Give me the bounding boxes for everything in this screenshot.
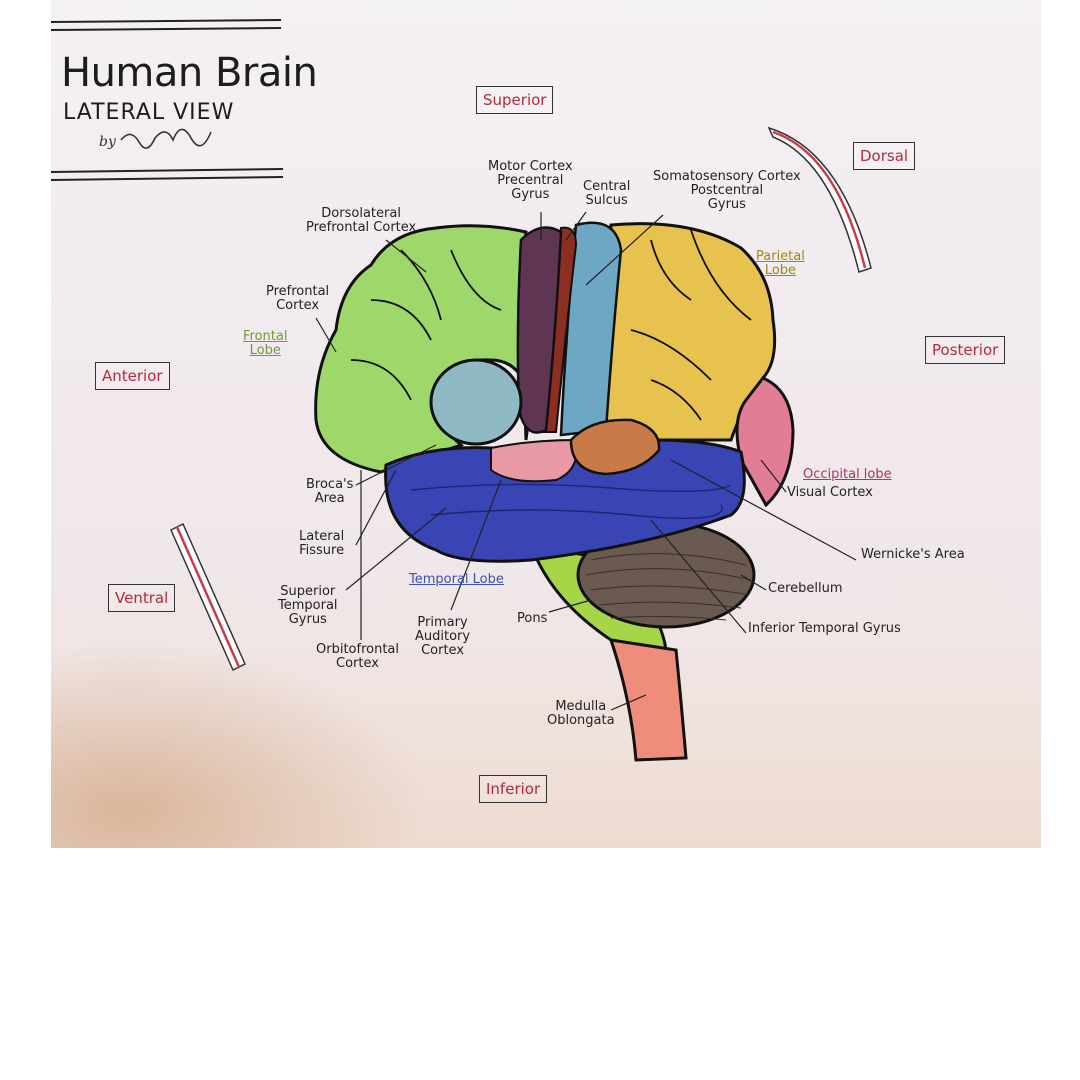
brocas-area [429,358,523,446]
medulla-oblongata [608,638,688,762]
lobe-label-parietal: Parietal Lobe [756,249,805,278]
motor-cortex [516,226,563,434]
label-brocas-area: Broca's Area [306,477,354,506]
dorsal-band [767,126,872,273]
signature-scribble [120,128,212,149]
label-orbitofrontal-cortex: Orbitofrontal Cortex [316,642,399,671]
direction-inferior: Inferior [479,775,548,803]
occipital-lobe [735,376,795,508]
lobe-label-frontal: Frontal Lobe [243,329,288,358]
label-medulla-oblongata: Medulla Oblongata [547,699,615,728]
direction-posterior: Posterior [925,336,1006,364]
direction-dorsal: Dorsal [853,142,916,170]
direction-ventral: Ventral [108,584,176,612]
title-rule-top [51,19,282,23]
wernickes-area [569,418,661,476]
label-somatosensory-cortex: Somatosensory Cortex Postcentral Gyrus [653,169,801,212]
label-cerebellum: Cerebellum [768,581,843,596]
label-inferior-temporal-gyrus: Inferior Temporal Gyrus [748,621,901,636]
title-main: Human Brain [61,50,318,96]
label-primary-auditory-cortex: Primary Auditory Cortex [415,615,471,658]
direction-anterior: Anterior [95,362,170,390]
label-prefrontal-cortex: Prefrontal Cortex [266,284,330,313]
title-rule-bottom2 [51,176,284,181]
title-byline: by [99,134,116,150]
label-visual-cortex: Visual Cortex [787,485,873,500]
title-rule-top2 [51,27,282,31]
label-central-sulcus: Central Sulcus [583,179,631,208]
lobe-label-temporal: Temporal Lobe [409,572,504,587]
direction-superior: Superior [476,86,554,114]
label-lateral-fissure: Lateral Fissure [299,529,345,558]
lobe-label-occipital: Occipital lobe [803,467,892,482]
primary-auditory-cortex [490,438,578,483]
title-rule-bottom [51,168,284,173]
drawing-sheet: Human Brain LATERAL VIEW by Superior Dor… [51,0,1041,848]
label-superior-temporal-gyrus: Superior Temporal Gyrus [278,584,338,627]
label-motor-cortex: Motor Cortex Precentral Gyrus [488,159,573,202]
brain-illustration [51,19,872,762]
label-dorsolateral-prefrontal: Dorsolateral Prefrontal Cortex [306,206,417,235]
label-wernickes-area: Wernicke's Area [861,547,965,562]
label-pons: Pons [517,611,548,626]
title-sub: LATERAL VIEW [63,100,235,125]
